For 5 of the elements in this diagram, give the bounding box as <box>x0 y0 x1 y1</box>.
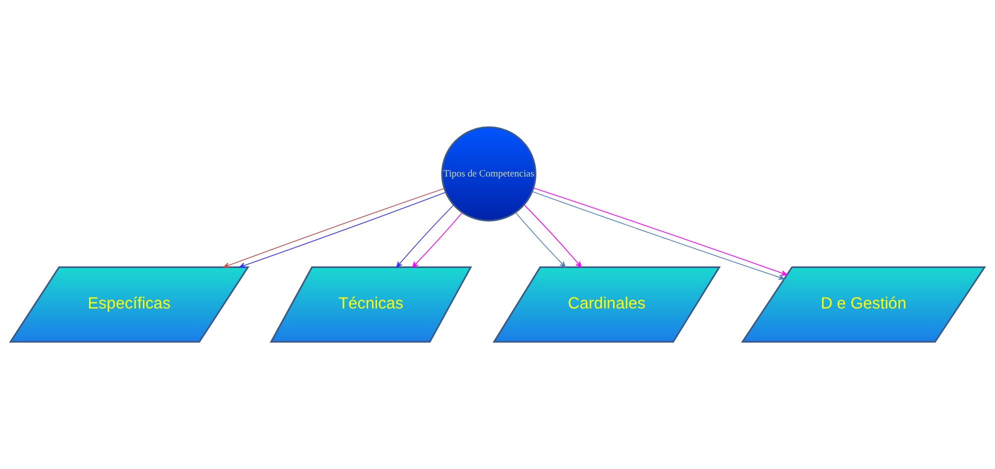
arrow <box>412 212 463 268</box>
arrow <box>515 212 566 268</box>
node-circle: Tipos de Competencias <box>441 126 536 222</box>
arrow <box>396 204 454 268</box>
arrow <box>524 204 582 268</box>
